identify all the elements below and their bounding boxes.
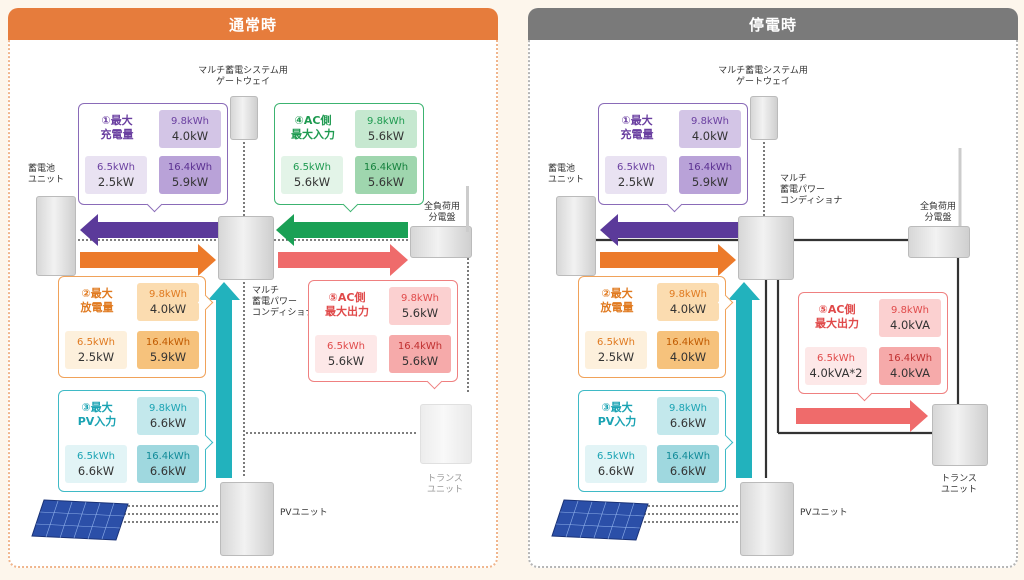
normal-header: 通常時	[8, 8, 498, 40]
battery-unit-label: 蓄電池ユニット	[548, 164, 585, 185]
normal-panel: 通常時 マルチ蓄電システム用ゲートウェイ 蓄電池ユニット マルチ蓄電パワーコンデ…	[8, 8, 498, 568]
panelboard-device	[908, 226, 970, 258]
transformer-unit-device	[420, 404, 472, 464]
transformer-unit-label: トランスユニット	[426, 474, 463, 495]
arrow-ac-in	[276, 214, 408, 246]
normal-body	[8, 40, 498, 568]
outage-panel: 停電時 マルチ蓄電システム用ゲートウェイ 蓄電池ユニット マルチ蓄電パワーコンデ…	[528, 8, 1018, 568]
arrow-discharge	[600, 244, 736, 276]
normal-arrows	[80, 214, 408, 478]
outage-body	[528, 40, 1018, 568]
pv-unit-label: PVユニット	[800, 508, 848, 518]
arrow-ac-out	[796, 400, 928, 432]
arrow-ac-out	[278, 244, 408, 276]
outage-header: 停電時	[528, 8, 1018, 40]
panelboard-label: 全負荷用分電盤	[423, 202, 460, 223]
power-conditioner-device	[738, 216, 794, 280]
power-conditioner-label: マルチ蓄電パワーコンディショナ	[252, 286, 315, 318]
arrow-charge	[600, 214, 738, 246]
gateway-device	[230, 96, 258, 140]
battery-unit-device	[36, 196, 76, 276]
outage-arrows	[600, 214, 928, 478]
arrow-pv	[728, 282, 760, 478]
panelboard-label: 全負荷用分電盤	[919, 202, 956, 223]
panelboard-pole	[466, 186, 477, 232]
power-conditioner-label: マルチ蓄電パワーコンディショナ	[780, 174, 843, 206]
battery-unit-device	[556, 196, 596, 276]
outage-wiring	[588, 138, 962, 523]
gateway-label: マルチ蓄電システム用ゲートウェイ	[198, 66, 288, 87]
box-ac-max-input-title: ④AC側最大入力	[291, 114, 335, 141]
battery-unit-label: 蓄電池ユニット	[28, 164, 65, 185]
transformer-unit-device	[932, 404, 988, 466]
arrow-charge	[80, 214, 218, 246]
arrow-discharge	[80, 244, 216, 276]
power-conditioner-device	[218, 216, 274, 280]
box-max-discharge-title: ②最大放電量	[80, 287, 114, 314]
box-max-charge-title: ①最大充電量	[100, 114, 134, 141]
gateway-device	[750, 96, 778, 140]
pv-unit-device	[740, 482, 794, 556]
solar-panel-icon	[551, 499, 649, 541]
pv-unit-label: PVユニット	[280, 508, 328, 518]
transformer-unit-label: トランスユニット	[940, 474, 977, 495]
arrow-pv	[208, 282, 240, 478]
box-max-charge-title: ①最大充電量	[620, 114, 654, 141]
pv-unit-device	[220, 482, 274, 556]
solar-panel-icon	[31, 499, 129, 541]
gateway-label: マルチ蓄電システム用ゲートウェイ	[718, 66, 808, 87]
box-ac-max-output-title: ⑤AC側最大出力	[325, 291, 369, 318]
box-ac-max-output-title: ⑤AC側最大出力	[815, 303, 859, 330]
box-max-discharge-title: ②最大放電量	[600, 287, 634, 314]
panelboard-device	[410, 226, 472, 258]
